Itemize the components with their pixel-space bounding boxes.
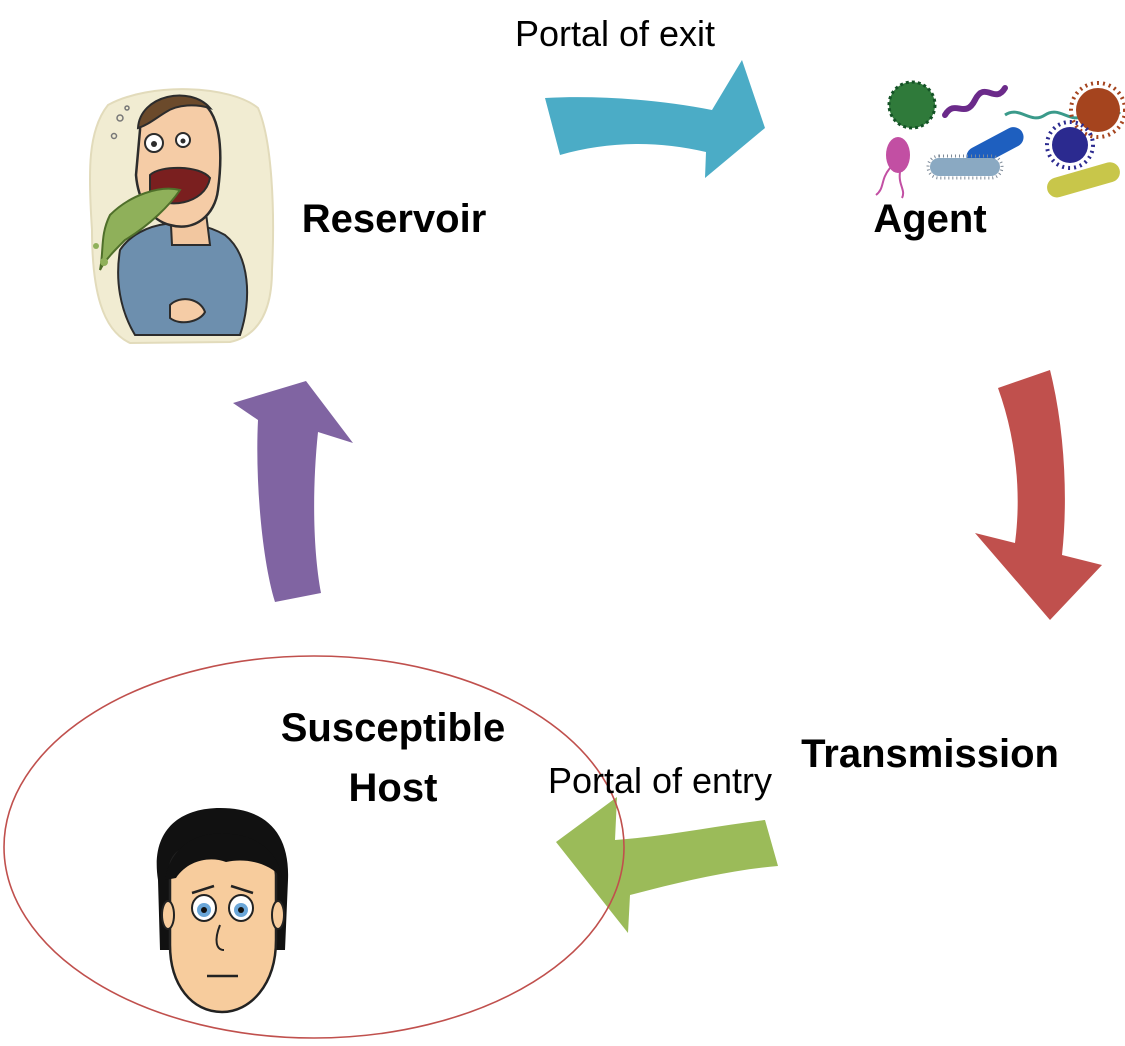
susceptible-host-label-line1: Susceptible xyxy=(281,706,506,750)
arrow-transmission-to-host xyxy=(556,797,778,933)
agent-label: Agent xyxy=(873,197,986,241)
susceptible-host-label-line2: Host xyxy=(349,766,438,810)
transmission-label: Transmission xyxy=(801,732,1059,776)
arrow-agent-to-transmission xyxy=(975,370,1102,620)
vomiting-person-icon xyxy=(88,88,275,345)
arrow-reservoir-to-agent xyxy=(545,60,765,178)
portal-of-entry-label: Portal of entry xyxy=(548,760,772,801)
worried-face-icon xyxy=(156,808,289,1014)
host-highlight-ellipse xyxy=(3,655,625,1039)
reservoir-label: Reservoir xyxy=(302,197,487,241)
portal-of-exit-label: Portal of exit xyxy=(515,13,715,54)
arrow-host-to-reservoir xyxy=(233,381,353,602)
microbes-icon xyxy=(875,80,1125,199)
